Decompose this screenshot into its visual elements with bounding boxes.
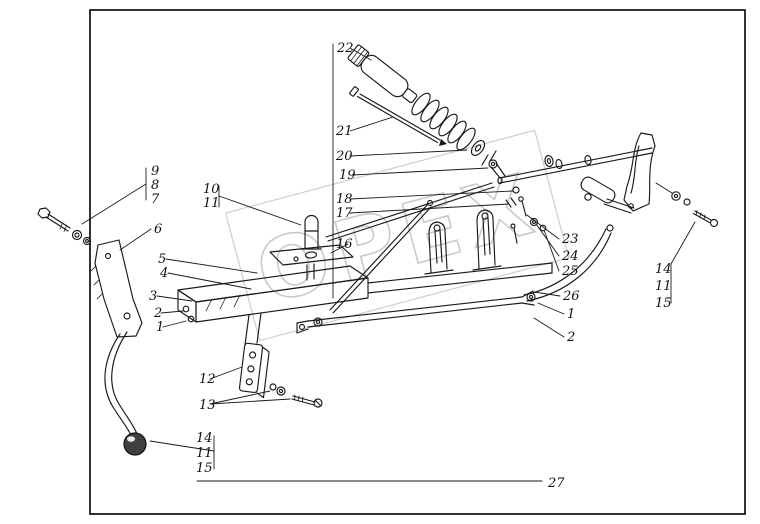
callout-8: 8 <box>151 178 159 193</box>
lower-bracket <box>238 312 270 399</box>
lower-bolt-set <box>269 383 323 408</box>
callout-26: 26 <box>562 289 580 304</box>
leader-lines <box>81 43 696 482</box>
callout-1: 1 <box>156 320 164 335</box>
callout-4: 4 <box>159 266 168 281</box>
callout-11-right: 11 <box>655 279 672 294</box>
shaft-pins-and-washers <box>505 186 547 244</box>
callout-2-right: 2 <box>566 330 575 345</box>
upper-left-bolt-set <box>37 207 92 246</box>
callout-19: 19 <box>339 168 356 183</box>
slotted-support-bracket-b <box>472 209 502 271</box>
right-pivot-block <box>580 176 635 214</box>
callout-18: 18 <box>336 192 353 207</box>
right-mounting-bracket <box>623 132 656 212</box>
push-rod-pin <box>349 86 447 146</box>
callout-14-bottom: 14 <box>196 431 213 446</box>
callout-5: 5 <box>158 252 166 267</box>
callout-21: 21 <box>335 124 353 139</box>
callout-7: 7 <box>151 192 160 207</box>
lower-tie-rod <box>296 290 536 334</box>
callout-16: 16 <box>336 237 353 252</box>
callout-1-right: 1 <box>567 307 575 322</box>
side-plate <box>90 239 143 338</box>
channel-bracket <box>177 265 369 323</box>
clevis-shackle <box>481 150 498 169</box>
watermark-text: ОРЕХ <box>247 154 550 323</box>
right-fastener-set <box>655 182 719 228</box>
callout-11-top: 11 <box>203 196 220 211</box>
connecting-link <box>329 199 434 314</box>
callout-14-right: 14 <box>655 262 672 277</box>
callout-2: 2 <box>153 306 162 321</box>
callout-27: 27 <box>547 476 565 491</box>
callout-23: 23 <box>561 232 579 247</box>
callout-9: 9 <box>151 164 159 179</box>
callout-labels: 22 21 20 19 18 17 16 10 11 9 8 7 6 5 4 3… <box>149 41 672 491</box>
cross-bar <box>367 262 553 294</box>
callout-17: 17 <box>336 206 353 221</box>
ball-knob <box>123 432 147 456</box>
figure-frame <box>89 9 746 515</box>
callout-22: 22 <box>336 41 354 56</box>
spring-seat-washer <box>470 140 486 156</box>
watermark: ОРЕХ <box>224 129 570 342</box>
coil-spring <box>411 92 476 151</box>
callout-15-bottom: 15 <box>196 461 213 476</box>
hand-lever <box>104 331 147 456</box>
callout-15-right: 15 <box>655 296 672 311</box>
callout-10: 10 <box>203 182 220 197</box>
callout-3: 3 <box>149 289 157 304</box>
main-cross-shaft <box>490 147 653 185</box>
callout-6: 6 <box>154 222 162 237</box>
callout-11-bottom: 11 <box>196 446 213 461</box>
watermark-box <box>224 129 570 342</box>
callout-13: 13 <box>199 398 216 413</box>
shock-absorber-damper <box>347 44 418 104</box>
callout-25: 25 <box>561 264 579 279</box>
callout-12: 12 <box>199 372 216 387</box>
slotted-support-bracket-a <box>424 221 454 275</box>
callout-20: 20 <box>335 149 353 164</box>
callout-24: 24 <box>561 249 579 264</box>
